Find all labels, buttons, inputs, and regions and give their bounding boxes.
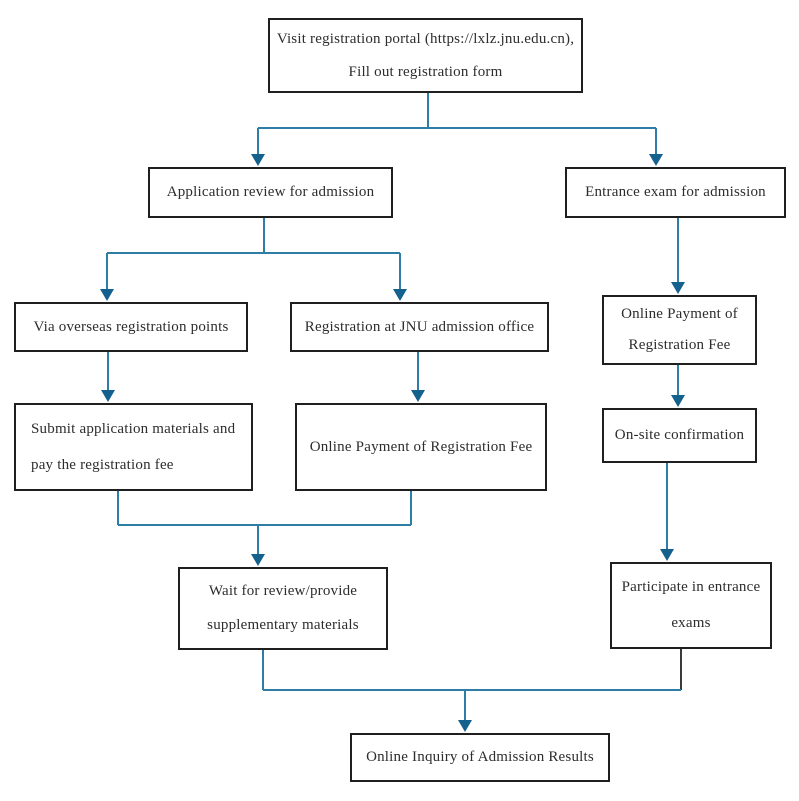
node-submit-materials-line2: pay the registration fee	[31, 456, 174, 473]
node-via-overseas-label: Via overseas registration points	[33, 318, 229, 335]
flow-arrow-participate-exams	[660, 549, 674, 561]
flow-arrow-entrance-exam	[649, 154, 663, 166]
node-participate-exams-line1: Participate in entrance	[621, 579, 761, 595]
flow-arrow-registration-jnu	[393, 289, 407, 301]
node-registration-jnu-label: Registration at JNU admission office	[304, 318, 535, 335]
flow-arrow-submit-materials	[101, 390, 115, 402]
node-visit-portal-line2: Fill out registration form	[348, 63, 503, 80]
node-online-payment-exam-line2: Registration Fee	[628, 337, 731, 353]
node-onsite-confirmation-label: On-site confirmation	[614, 427, 745, 443]
flow-arrow-online-inquiry	[458, 720, 472, 732]
flow-arrow-online-payment-exam	[671, 282, 685, 294]
node-via-overseas: Via overseas registration points	[14, 302, 248, 352]
node-wait-review-line1: Wait for review/provide	[208, 583, 358, 599]
flow-arrow-online-payment-review	[411, 390, 425, 402]
node-registration-jnu: Registration at JNU admission office	[290, 302, 549, 352]
node-visit-portal: Visit registration portal (https://lxlz.…	[268, 18, 583, 93]
node-online-payment-exam: Online Payment of Registration Fee	[602, 295, 757, 365]
node-onsite-confirmation: On-site confirmation	[602, 408, 757, 463]
node-online-payment-exam-line1: Online Payment of	[621, 306, 738, 322]
flow-arrow-onsite-confirmation	[671, 395, 685, 407]
node-participate-exams-line2: exams	[671, 615, 711, 631]
node-submit-materials: Submit application materials and pay the…	[14, 403, 253, 491]
node-wait-review-line2: supplementary materials	[207, 617, 359, 633]
node-visit-portal-line1: Visit registration portal (https://lxlz.…	[276, 30, 575, 47]
flow-arrow-via-overseas	[100, 289, 114, 301]
node-application-review: Application review for admission	[148, 167, 393, 218]
flow-arrow-application-review	[251, 154, 265, 166]
node-wait-review: Wait for review/provide supplementary ma…	[178, 567, 388, 650]
node-application-review-label: Application review for admission	[166, 184, 375, 200]
node-online-payment-review-label: Online Payment of Registration Fee	[309, 438, 533, 455]
node-online-inquiry: Online Inquiry of Admission Results	[350, 733, 610, 782]
node-entrance-exam-label: Entrance exam for admission	[585, 184, 766, 200]
node-submit-materials-line1: Submit application materials and	[31, 420, 236, 437]
flow-arrow-wait-review	[251, 554, 265, 566]
node-online-payment-review: Online Payment of Registration Fee	[295, 403, 547, 491]
node-participate-exams: Participate in entrance exams	[610, 562, 772, 649]
node-online-inquiry-label: Online Inquiry of Admission Results	[366, 749, 594, 765]
node-entrance-exam: Entrance exam for admission	[565, 167, 786, 218]
